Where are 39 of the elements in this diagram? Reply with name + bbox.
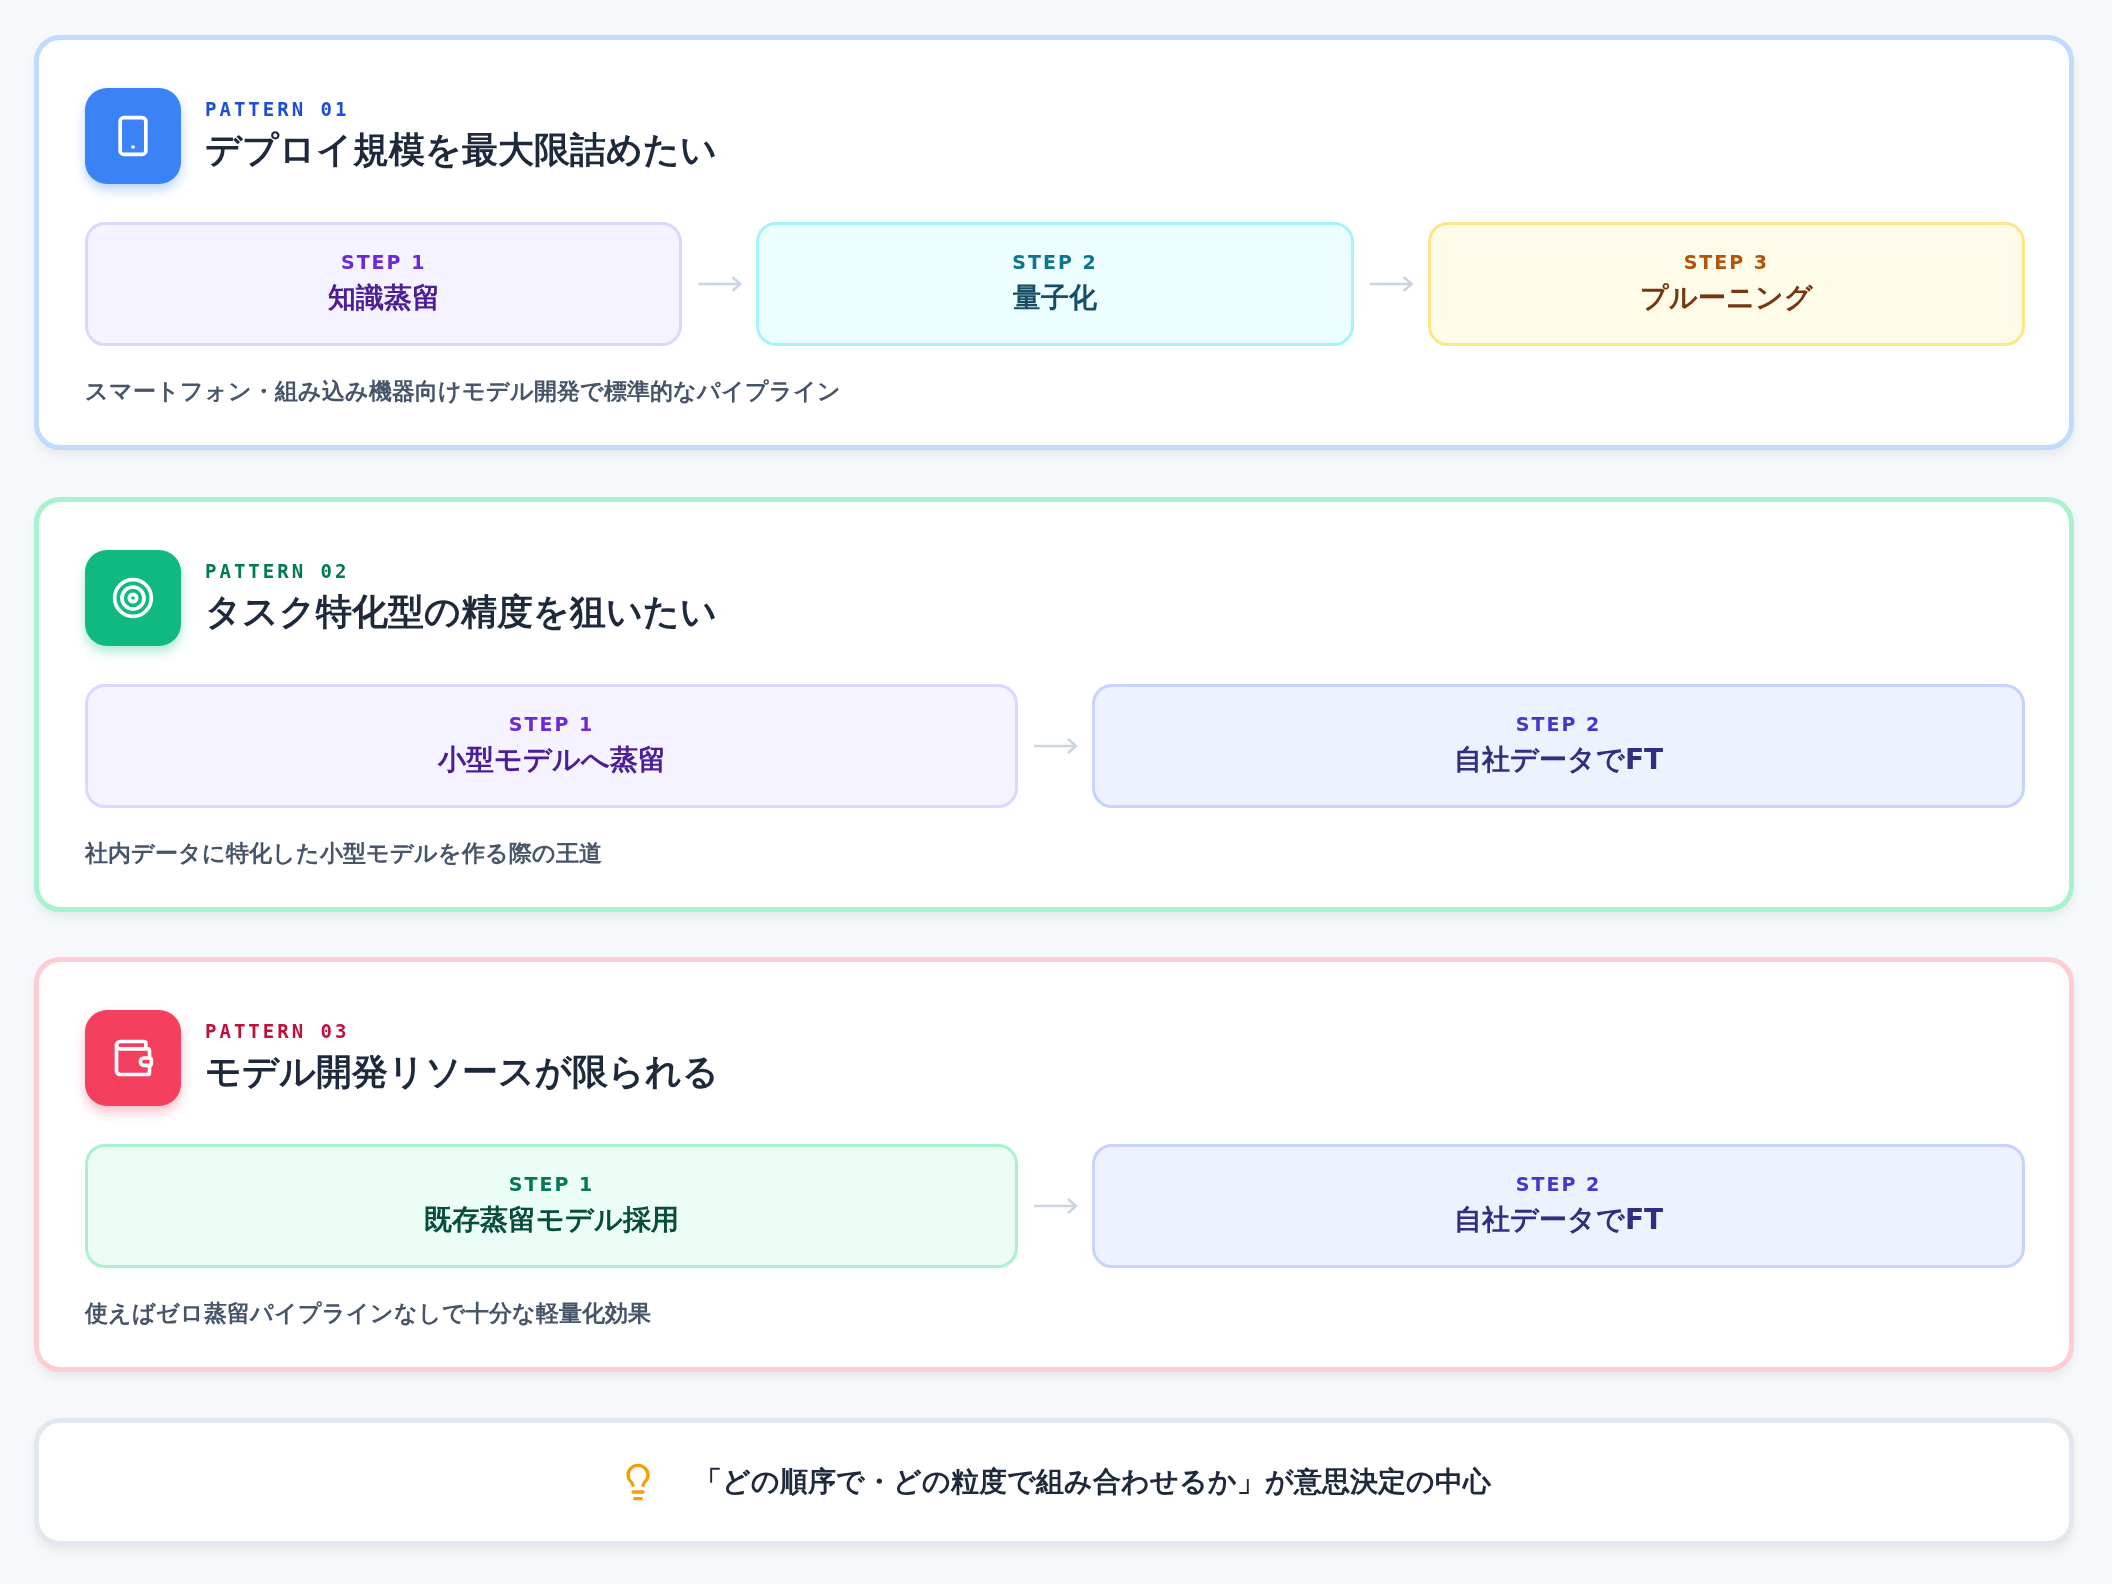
step-box: [85, 222, 683, 346]
step-number: STEP 1: [508, 713, 595, 735]
step-title: 量子化: [1013, 280, 1097, 316]
step-title: 自社データでFT: [1453, 1202, 1664, 1238]
step-box: [756, 222, 1354, 346]
summary-text: 「どの順序で・どの粒度で組み合わせるか」が意思決定の中心: [693, 1464, 1491, 1500]
pattern-label: PATTERN 01: [205, 97, 351, 120]
step-box: [85, 684, 1018, 808]
step-number: STEP 2: [1515, 713, 1602, 735]
step-title: 自社データでFT: [1453, 742, 1664, 778]
step-box: [1092, 684, 2025, 808]
summary-banner: [34, 1418, 2074, 1546]
step-number: STEP 3: [1683, 251, 1769, 273]
pattern-description: 社内データに特化した小型モデルを作る際の王道: [85, 839, 603, 868]
step-box: [1092, 1144, 2025, 1268]
arrow: [698, 275, 742, 293]
step-title: プルーニング: [1639, 280, 1813, 316]
step-title: 知識蒸留: [327, 280, 440, 316]
pattern-label: PATTERN 02: [205, 559, 351, 582]
pattern-card: [34, 35, 2074, 450]
step-number: STEP 1: [508, 1173, 595, 1195]
pattern-description: 使えばゼロ蒸留パイプラインなしで十分な軽量化効果: [85, 1299, 652, 1328]
step-title: 小型モデルへ蒸留: [437, 742, 666, 778]
step-title: 既存蒸留モデル採用: [424, 1202, 679, 1238]
pattern-title: モデル開発リソースが限られる: [205, 1049, 719, 1094]
step-number: STEP 2: [1515, 1173, 1602, 1195]
step-number: STEP 1: [340, 251, 427, 273]
pattern-description: スマートフォン・組み込み機器向けモデル開発で標準的なパイプライン: [85, 377, 842, 406]
arrow: [1369, 275, 1413, 293]
arrow: [1034, 1197, 1078, 1215]
pattern-title: タスク特化型の精度を狙いたい: [205, 589, 717, 634]
pattern-card: [34, 957, 2074, 1372]
pattern-title: デプロイ規模を最大限詰めたい: [205, 127, 717, 172]
pattern-label: PATTERN 03: [205, 1019, 351, 1042]
pattern-card: [34, 497, 2074, 912]
step-box: [1427, 222, 2025, 346]
arrow: [1034, 737, 1078, 755]
step-box: [85, 1144, 1018, 1268]
step-number: STEP 2: [1012, 251, 1098, 273]
